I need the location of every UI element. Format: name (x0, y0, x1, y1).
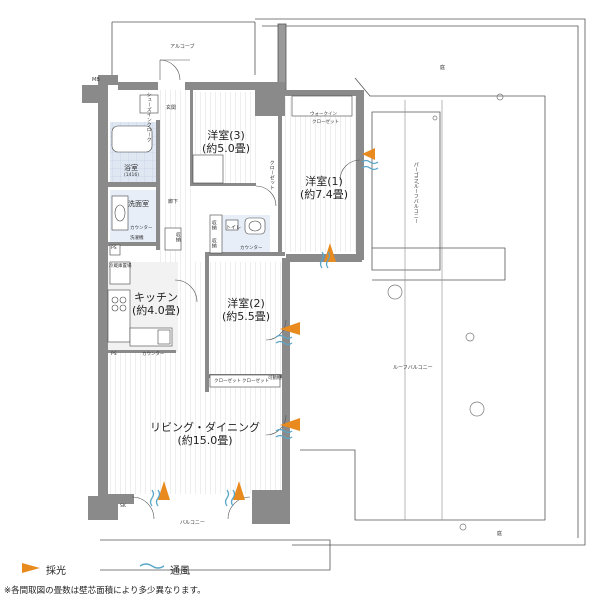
sk-label: SK (120, 504, 126, 509)
toilet-label: トイレ (226, 225, 242, 231)
room1-label: 洋室(1) (約7.4畳) (300, 175, 349, 201)
room3-name: 洋室(3) (207, 129, 245, 142)
room3-size: (約5.0畳) (202, 141, 251, 155)
room2-floor (210, 262, 282, 374)
counter2-label: カウンター (240, 246, 263, 251)
room1-name: 洋室(1) (305, 175, 343, 188)
pergola-label: パーゴラ/ルーフバルコニー (412, 162, 419, 224)
washer-label: 洗濯機 (130, 236, 144, 241)
kitchen-size: (約4.0畳) (132, 303, 181, 317)
storage2-label: 収納 (210, 220, 217, 230)
fixtures (107, 94, 353, 388)
legend-wind-label: 通風 (170, 566, 190, 577)
legend-wind-icon (139, 563, 165, 569)
legend-light-icon (22, 563, 40, 573)
living-label: リビング・ダイニング (約15.0畳) (150, 421, 260, 447)
room2-label: 洋室(2) (約5.5畳) (222, 297, 271, 323)
genkan-label: 玄関 (166, 105, 177, 111)
mb-label: MB (92, 77, 100, 83)
room1-size: (約7.4畳) (300, 187, 349, 201)
walkin2-label: クローゼット (312, 120, 339, 125)
alcove-label: アルコーブ (170, 44, 195, 50)
yard-bottom-label: 庭 (497, 531, 503, 537)
ps2-label: PS (111, 352, 117, 357)
pergola-lines (404, 100, 443, 520)
bookshelf-label: 可動棚 (268, 376, 282, 381)
wind-arrows (149, 159, 379, 507)
room1-floor (282, 97, 360, 252)
kitchen-name: キッチン (134, 291, 179, 304)
counter1-label: カウンター (130, 226, 153, 231)
kitchen-label: キッチン (約4.0畳) (132, 291, 181, 317)
closet2b-label: クローゼット (242, 379, 269, 384)
storage3-label: 収納 (210, 238, 217, 248)
bath-size-label: (1416) (124, 173, 139, 178)
legend-light-label: 採光 (46, 566, 66, 577)
ps1-label: PS (111, 246, 117, 251)
yard-top-label: 庭 (440, 65, 446, 71)
balcony-label: バルコニー (180, 520, 205, 526)
closet2a-label: クローゼット (214, 379, 241, 384)
plants (387, 93, 504, 531)
room2-size: (約5.5畳) (222, 309, 271, 323)
roof-balcony-label: ルーフバルコニー (393, 365, 433, 371)
footnote: ※各間取図の畳数は壁芯面積により多少異なります。 (4, 586, 206, 596)
walkin-label: ウォークイン (310, 112, 337, 117)
living-size: (約15.0畳) (177, 433, 233, 447)
bath-label: 浴室 (124, 164, 138, 172)
room2-name: 洋室(2) (227, 297, 265, 310)
storage1-label: 収納 (174, 232, 181, 242)
closet3-label: クローゼット (268, 160, 275, 190)
living-name: リビング・ダイニング (150, 421, 260, 434)
fridge-label: 冷蔵庫置場 (109, 264, 132, 269)
shoes-label: シューズインクローク (145, 92, 152, 142)
washroom-label: 洗面室 (128, 200, 149, 208)
counter3-label: カウンター (142, 352, 165, 357)
roof-balcony-outline (100, 18, 586, 571)
room3-label: 洋室(3) (約5.0畳) (202, 129, 251, 155)
hall-label: 廊下 (168, 199, 179, 205)
light-arrows (158, 148, 375, 500)
